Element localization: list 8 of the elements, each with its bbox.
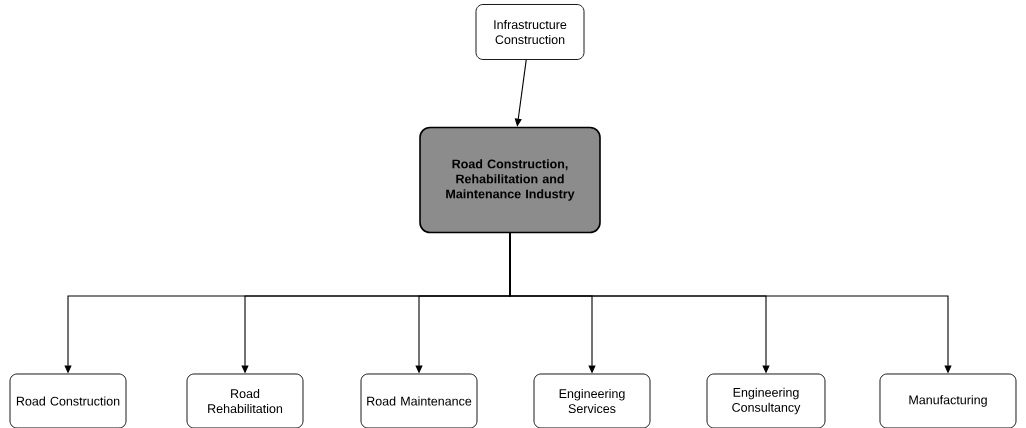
industry-box: Road Construction, Rehabilitation and Maintenance Industry bbox=[419, 126, 601, 234]
process-box: Infrastructure Construction bbox=[475, 4, 585, 60]
process-box: Road Maintenance bbox=[360, 373, 478, 428]
process-box: Manufacturing bbox=[879, 373, 1017, 428]
process-box: Engineering Services bbox=[533, 373, 651, 428]
process-box: Road Construction bbox=[9, 373, 127, 428]
process-box: Engineering Consultancy bbox=[706, 373, 826, 428]
process-box: Road Rehabilitation bbox=[186, 373, 304, 428]
